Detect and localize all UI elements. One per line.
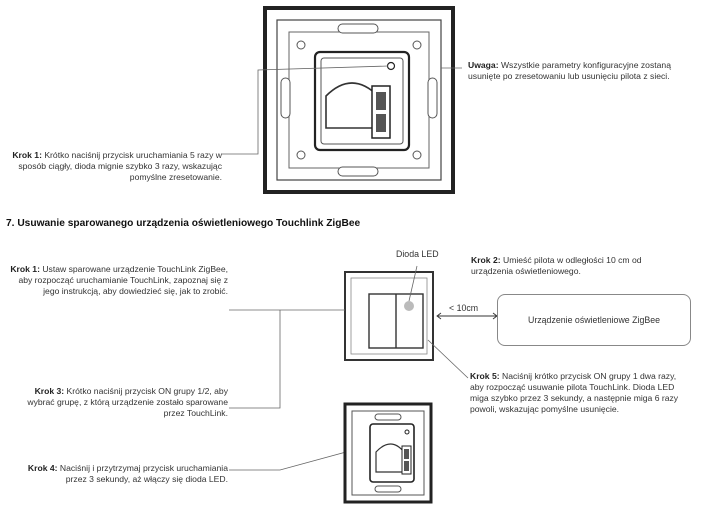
s7-step5: Krok 5: Naciśnij krótko przycisk ON grup… <box>470 371 682 415</box>
step-label: Krok 1: <box>12 150 42 160</box>
top-step1: Krok 1: Krótko naciśnij przycisk urucham… <box>6 150 222 183</box>
s7-step4: Krok 4: Naciśnij i przytrzymaj przycisk … <box>6 463 228 485</box>
s7-step1: Krok 1: Ustaw sparowane urządzenie Touch… <box>6 264 228 297</box>
remote-front <box>344 271 434 361</box>
step-text: Krótko naciśnij przycisk uruchamiania 5 … <box>18 150 222 182</box>
step-label: Krok 1: <box>10 264 40 274</box>
step-text: Naciśnij i przytrzymaj przycisk uruchami… <box>57 463 228 484</box>
step-label: Krok 5: <box>470 371 500 381</box>
step-label: Krok 3: <box>34 386 65 396</box>
top-note: Uwaga: Wszystkie parametry konfiguracyjn… <box>468 60 683 82</box>
led-label: Dioda LED <box>396 249 439 259</box>
lighting-device-label: Urządzenie oświetleniowe ZigBee <box>527 315 661 325</box>
step-text: Umieść pilota w odległości 10 cm od urzą… <box>471 255 642 276</box>
s7-step2: Krok 2: Umieść pilota w odległości 10 cm… <box>471 255 681 277</box>
device-back-bottom <box>343 402 433 504</box>
step-label: Krok 2: <box>471 255 501 265</box>
note-label: Uwaga: <box>468 60 499 70</box>
step-label: Krok 4: <box>27 463 58 473</box>
distance-label: < 10cm <box>447 303 481 313</box>
note-text: Wszystkie parametry konfiguracyjne zosta… <box>468 60 671 81</box>
s7-step3: Krok 3: Krótko naciśnij przycisk ON grup… <box>6 386 228 419</box>
step-text: Krótko naciśnij przycisk ON grupy 1/2, a… <box>27 386 228 418</box>
step-text: Ustaw sparowane urządzenie TouchLink Zig… <box>18 264 228 296</box>
section-7-title: 7. Usuwanie sparowanego urządzenia oświe… <box>6 218 361 229</box>
lighting-device-box: Urządzenie oświetleniowe ZigBee <box>497 294 691 346</box>
device-back-top <box>263 6 455 194</box>
step-text: Naciśnij krótko przycisk ON grupy 1 dwa … <box>470 371 679 414</box>
